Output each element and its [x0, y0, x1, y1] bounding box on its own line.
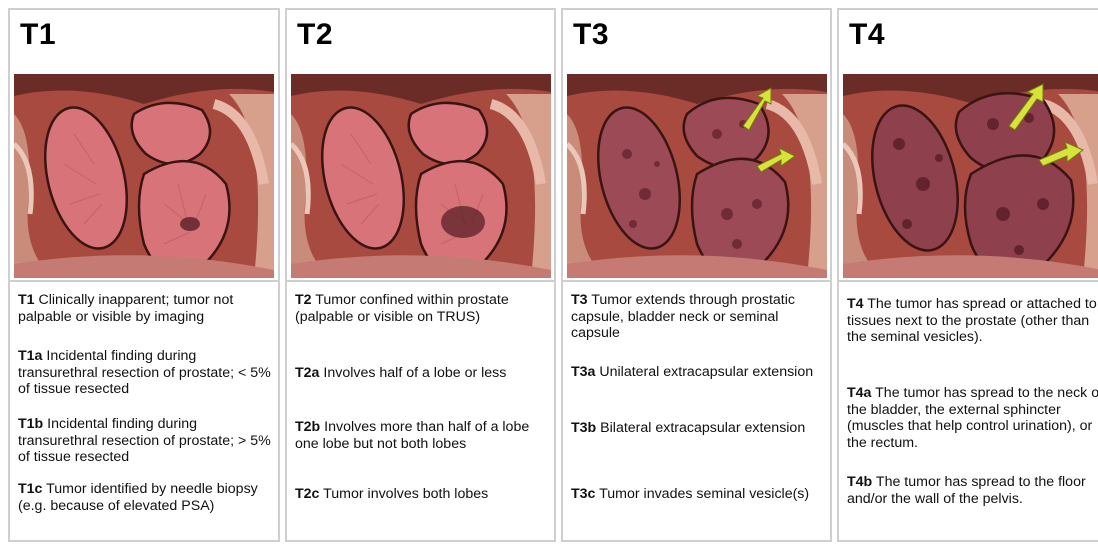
entry-text: Tumor identified by needle biopsy (e.g. … [18, 481, 258, 514]
entry-code: T1a [18, 348, 42, 364]
entry-text: Tumor involves both lobes [319, 486, 488, 502]
stage-entry-t1c: T1c Tumor identified by needle biopsy (e… [18, 481, 272, 514]
entry-text: Incidental finding during transurethral … [18, 348, 271, 397]
stage-title: T4 [849, 18, 885, 52]
entry-text: Unilateral extracapsular extension [595, 364, 813, 380]
stage-title: T3 [573, 18, 609, 52]
entry-code: T1 [18, 292, 35, 308]
prostate-illustration-t1 [14, 74, 274, 278]
stage-entry-t3a: T3a Unilateral extracapsular extension [571, 364, 824, 381]
stage-t4-panel: T4 T4 The tumor has spread or attached t… [837, 8, 1098, 542]
entry-text: Tumor confined within prostate (palpable… [295, 292, 509, 325]
stage-entry-t3c: T3c Tumor invades seminal vesicle(s) [571, 486, 824, 503]
entry-text: The tumor has spread or attached to tiss… [847, 296, 1097, 345]
entry-code: T2c [295, 486, 319, 502]
prostate-illustration-t2 [291, 74, 551, 278]
divider [563, 280, 830, 282]
stage-entry-t1: T1 Clinically inapparent; tumor not palp… [18, 292, 272, 325]
stage-t2-panel: T2 T2 Tumor confined within prostate (pa… [285, 8, 556, 542]
entry-text: Tumor invades seminal vesicle(s) [595, 486, 809, 502]
entry-code: T4a [847, 385, 871, 401]
entry-text: The tumor has spread to the floor and/or… [847, 474, 1086, 507]
entry-code: T3c [571, 486, 595, 502]
entry-code: T3b [571, 420, 596, 436]
entry-code: T2b [295, 419, 320, 435]
stage-entry-t4b: T4b The tumor has spread to the floor an… [847, 474, 1098, 507]
divider [10, 280, 278, 282]
stage-entry-t1a: T1a Incidental finding during transureth… [18, 348, 272, 398]
stage-title: T1 [20, 18, 56, 52]
entry-code: T1b [18, 416, 43, 432]
stage-entry-t3b: T3b Bilateral extracapsular extension [571, 420, 824, 437]
entry-code: T4b [847, 474, 872, 490]
prostate-illustration-t4 [843, 74, 1098, 278]
entry-text: Tumor extends through prostatic capsule,… [571, 292, 795, 341]
stage-t3-panel: T3 T3 Tumor extends through prostatic ca… [561, 8, 832, 542]
divider [839, 280, 1098, 282]
divider [287, 280, 554, 282]
stage-entry-t2a: T2a Involves half of a lobe or less [295, 365, 548, 382]
entry-code: T1c [18, 481, 42, 497]
entry-text: Involves more than half of a lobe one lo… [295, 419, 529, 452]
entry-text: Bilateral extracapsular extension [596, 420, 805, 436]
entry-text: The tumor has spread to the neck of the … [847, 385, 1098, 451]
prostate-illustration-t3 [567, 74, 827, 278]
stage-entry-t2b: T2b Involves more than half of a lobe on… [295, 419, 548, 452]
entry-code: T2 [295, 292, 312, 308]
entry-text: Clinically inapparent; tumor not palpabl… [18, 292, 233, 325]
stage-entry-t2c: T2c Tumor involves both lobes [295, 486, 548, 503]
stage-title: T2 [297, 18, 333, 52]
stage-entry-t4a: T4a The tumor has spread to the neck of … [847, 385, 1098, 451]
entry-code: T3a [571, 364, 595, 380]
stage-entry-t1b: T1b Incidental finding during transureth… [18, 416, 272, 466]
stage-t1-panel: T1 T1 Clinically inapparent; tumor not p… [8, 8, 280, 542]
entry-text: Involves half of a lobe or less [319, 365, 506, 381]
stage-entry-t4: T4 The tumor has spread or attached to t… [847, 296, 1098, 346]
entry-code: T2a [295, 365, 319, 381]
entry-code: T4 [847, 296, 864, 312]
entry-code: T3 [571, 292, 588, 308]
stage-entry-t3: T3 Tumor extends through prostatic capsu… [571, 292, 824, 342]
entry-text: Incidental finding during transurethral … [18, 416, 271, 465]
stage-entry-t2: T2 Tumor confined within prostate (palpa… [295, 292, 548, 325]
